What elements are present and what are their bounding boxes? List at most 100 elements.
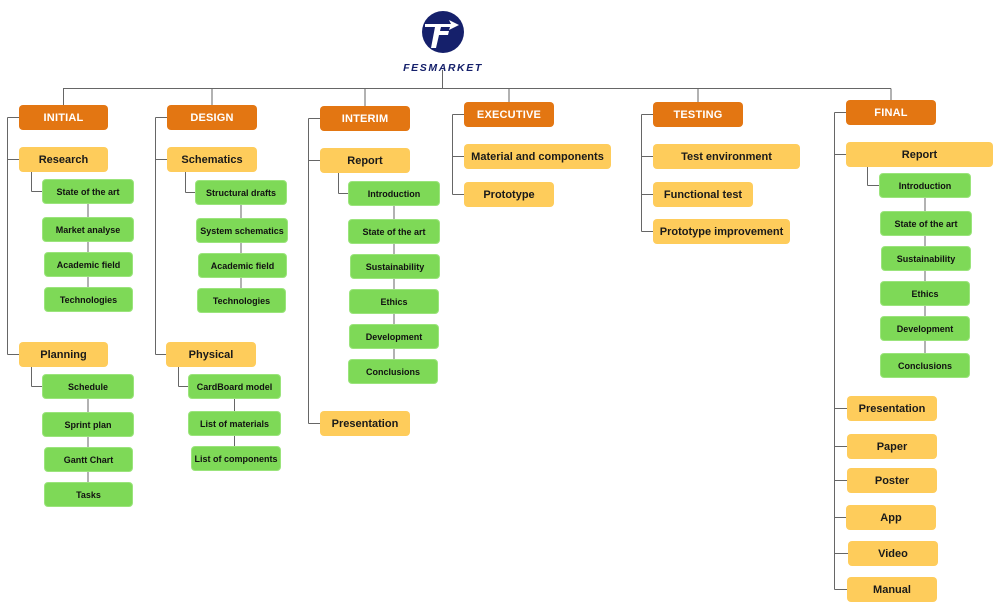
leaf-conclusions[interactable]: Conclusions <box>348 359 438 384</box>
item-app-label: App <box>880 511 902 524</box>
item-schematics[interactable]: Schematics <box>167 147 257 172</box>
leaf-structural-drafts[interactable]: Structural drafts <box>195 180 287 205</box>
leaf-sustainability-label: Sustainability <box>896 253 956 264</box>
item-functional-test[interactable]: Functional test <box>653 182 753 207</box>
leaf-state-of-the-art-label: State of the art <box>362 226 426 237</box>
item-prototype[interactable]: Prototype <box>464 182 554 207</box>
leaf-sprint-plan-label: Sprint plan <box>64 419 112 430</box>
leaf-state-of-the-art-label: State of the art <box>56 186 120 197</box>
leaf-development-label: Development <box>896 323 954 334</box>
leaf-list-of-materials[interactable]: List of materials <box>188 411 281 436</box>
item-physical[interactable]: Physical <box>166 342 256 367</box>
logo: FESMARKET <box>398 10 488 74</box>
leaf-state-of-the-art[interactable]: State of the art <box>880 211 972 236</box>
item-research[interactable]: Research <box>19 147 108 172</box>
leaf-academic-field-label: Academic field <box>56 259 121 270</box>
phase-final[interactable]: FINAL <box>846 100 936 125</box>
item-poster-label: Poster <box>874 474 910 487</box>
leaf-development-label: Development <box>365 331 423 342</box>
leaf-market-analyse-label: Market analyse <box>55 224 121 235</box>
logo-text: FESMARKET <box>403 62 483 74</box>
leaf-technologies[interactable]: Technologies <box>44 287 133 312</box>
item-material-and-components-label: Material and components <box>471 150 604 163</box>
leaf-list-of-materials-label: List of materials <box>199 418 270 429</box>
leaf-state-of-the-art[interactable]: State of the art <box>348 219 440 244</box>
leaf-ethics[interactable]: Ethics <box>880 281 970 306</box>
leaf-tasks[interactable]: Tasks <box>44 482 133 507</box>
leaf-development[interactable]: Development <box>349 324 439 349</box>
phase-final-label: FINAL <box>874 106 908 119</box>
leaf-schedule-label: Schedule <box>67 381 108 392</box>
leaf-academic-field[interactable]: Academic field <box>198 253 287 278</box>
leaf-market-analyse[interactable]: Market analyse <box>42 217 134 242</box>
item-video[interactable]: Video <box>848 541 938 566</box>
leaf-ethics-label: Ethics <box>380 296 408 307</box>
leaf-cardboard-model-label: CardBoard model <box>196 381 273 392</box>
leaf-list-of-components-label: List of components <box>194 453 278 464</box>
leaf-state-of-the-art[interactable]: State of the art <box>42 179 134 204</box>
leaf-structural-drafts-label: Structural drafts <box>205 187 276 198</box>
leaf-conclusions[interactable]: Conclusions <box>880 353 970 378</box>
item-test-environment[interactable]: Test environment <box>653 144 800 169</box>
item-prototype-label: Prototype <box>483 188 535 201</box>
item-functional-test-label: Functional test <box>663 188 743 201</box>
leaf-tasks-label: Tasks <box>76 489 101 500</box>
leaf-ethics-label: Ethics <box>911 288 939 299</box>
item-presentation-label: Presentation <box>331 417 399 430</box>
leaf-sprint-plan[interactable]: Sprint plan <box>42 412 134 437</box>
fesmarket-logo-icon <box>422 11 464 53</box>
item-manual[interactable]: Manual <box>847 577 937 602</box>
leaf-technologies[interactable]: Technologies <box>197 288 286 313</box>
item-manual-label: Manual <box>873 583 911 596</box>
leaf-technologies-label: Technologies <box>212 295 271 306</box>
item-presentation[interactable]: Presentation <box>320 411 410 436</box>
item-planning[interactable]: Planning <box>19 342 108 367</box>
leaf-sustainability[interactable]: Sustainability <box>350 254 440 279</box>
item-presentation[interactable]: Presentation <box>847 396 937 421</box>
phase-executive[interactable]: EXECUTIVE <box>464 102 554 127</box>
leaf-gantt-chart[interactable]: Gantt Chart <box>44 447 133 472</box>
phase-design[interactable]: DESIGN <box>167 105 257 130</box>
phase-testing[interactable]: TESTING <box>653 102 743 127</box>
leaf-system-schematics[interactable]: System schematics <box>196 218 288 243</box>
item-report-label: Report <box>347 154 383 167</box>
leaf-schedule[interactable]: Schedule <box>42 374 134 399</box>
item-presentation-label: Presentation <box>858 402 926 415</box>
item-paper-label: Paper <box>876 440 908 453</box>
phase-design-label: DESIGN <box>190 111 234 124</box>
item-paper[interactable]: Paper <box>847 434 937 459</box>
leaf-academic-field[interactable]: Academic field <box>44 252 133 277</box>
item-app[interactable]: App <box>846 505 936 530</box>
item-prototype-improvement-label: Prototype improvement <box>659 225 784 238</box>
item-prototype-improvement[interactable]: Prototype improvement <box>653 219 790 244</box>
phase-interim-label: INTERIM <box>341 112 389 125</box>
item-material-and-components[interactable]: Material and components <box>464 144 611 169</box>
leaf-introduction-label: Introduction <box>367 188 421 199</box>
leaf-ethics[interactable]: Ethics <box>349 289 439 314</box>
leaf-introduction[interactable]: Introduction <box>348 181 440 206</box>
item-poster[interactable]: Poster <box>847 468 937 493</box>
leaf-sustainability[interactable]: Sustainability <box>881 246 971 271</box>
leaf-introduction[interactable]: Introduction <box>879 173 971 198</box>
leaf-state-of-the-art-label: State of the art <box>894 218 958 229</box>
leaf-sustainability-label: Sustainability <box>365 261 425 272</box>
item-test-environment-label: Test environment <box>681 150 772 163</box>
leaf-introduction-label: Introduction <box>898 180 952 191</box>
phase-interim[interactable]: INTERIM <box>320 106 410 131</box>
leaf-system-schematics-label: System schematics <box>200 225 284 236</box>
item-schematics-label: Schematics <box>181 153 243 166</box>
leaf-technologies-label: Technologies <box>59 294 118 305</box>
phase-initial[interactable]: INITIAL <box>19 105 108 130</box>
leaf-cardboard-model[interactable]: CardBoard model <box>188 374 281 399</box>
phase-initial-label: INITIAL <box>43 111 84 124</box>
leaf-list-of-components[interactable]: List of components <box>191 446 281 471</box>
leaf-development[interactable]: Development <box>880 316 970 341</box>
phase-executive-label: EXECUTIVE <box>476 108 542 121</box>
leaf-academic-field-label: Academic field <box>210 260 275 271</box>
item-report-label: Report <box>901 148 938 161</box>
item-report[interactable]: Report <box>320 148 410 173</box>
leaf-conclusions-label: Conclusions <box>897 360 952 371</box>
item-report[interactable]: Report <box>846 142 993 167</box>
